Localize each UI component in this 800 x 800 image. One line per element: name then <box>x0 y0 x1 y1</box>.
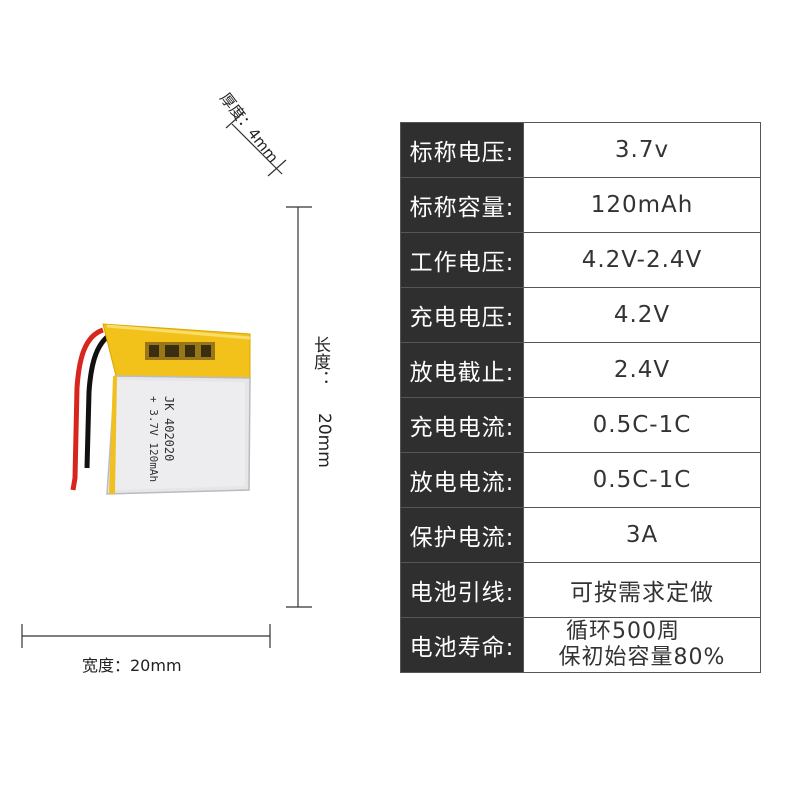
spec-value: 3A <box>523 507 761 563</box>
spec-row: 电池寿命: 循环500周 保初始容量80% <box>400 617 761 673</box>
spec-value: 0.5C-1C <box>523 397 761 453</box>
spec-row: 充电电流: 0.5C-1C <box>400 397 761 453</box>
spec-table: 标称电压: 3.7v 标称容量: 120mAh 工作电压: 4.2V-2.4V … <box>400 122 761 673</box>
battery-life-line2: 保初始容量80% <box>558 645 726 670</box>
battery-life-line1: 循环500周 <box>566 619 680 644</box>
length-label-prefix: 长度： <box>310 336 330 387</box>
battery-model: 402020 <box>162 418 176 461</box>
spec-value: 可按需求定做 <box>523 562 761 618</box>
length-value: 20mm <box>314 413 334 468</box>
spec-row: 电池引线: 可按需求定做 <box>400 562 761 618</box>
spec-label: 充电电压: <box>400 287 524 343</box>
spec-row: 工作电压: 4.2V-2.4V <box>400 232 761 288</box>
spec-row: 放电截止: 2.4V <box>400 342 761 398</box>
spec-label: 放电截止: <box>400 342 524 398</box>
spec-value: 4.2V-2.4V <box>523 232 761 288</box>
spec-label: 电池寿命: <box>400 617 524 673</box>
spec-value: 循环500周 保初始容量80% <box>523 617 761 673</box>
spec-label: 标称容量: <box>400 177 524 233</box>
length-label: 长度： 20mm <box>310 336 338 468</box>
spec-label: 充电电流: <box>400 397 524 453</box>
width-label: 宽度：20mm <box>82 656 182 675</box>
spec-value: 3.7v <box>523 122 761 178</box>
spec-label: 保护电流: <box>400 507 524 563</box>
spec-row: 标称容量: 120mAh <box>400 177 761 233</box>
battery-illustration: JK 402020 + 3.7V 120mAh <box>70 323 251 495</box>
spec-label: 工作电压: <box>400 232 524 288</box>
battery-brand: JK <box>162 396 176 411</box>
spec-row: 充电电压: 4.2V <box>400 287 761 343</box>
battery-spec: + 3.7V 120mAh <box>147 396 160 482</box>
spec-value: 0.5C-1C <box>523 452 761 508</box>
spec-label: 放电电流: <box>400 452 524 508</box>
spec-row: 保护电流: 3A <box>400 507 761 563</box>
spec-value: 120mAh <box>523 177 761 233</box>
protection-board <box>145 342 215 360</box>
spec-value: 2.4V <box>523 342 761 398</box>
spec-value: 4.2V <box>523 287 761 343</box>
spec-row: 标称电压: 3.7v <box>400 122 761 178</box>
spec-row: 放电电流: 0.5C-1C <box>400 452 761 508</box>
red-wire <box>70 327 105 491</box>
spec-label: 标称电压: <box>400 122 524 178</box>
spec-label: 电池引线: <box>400 562 524 618</box>
